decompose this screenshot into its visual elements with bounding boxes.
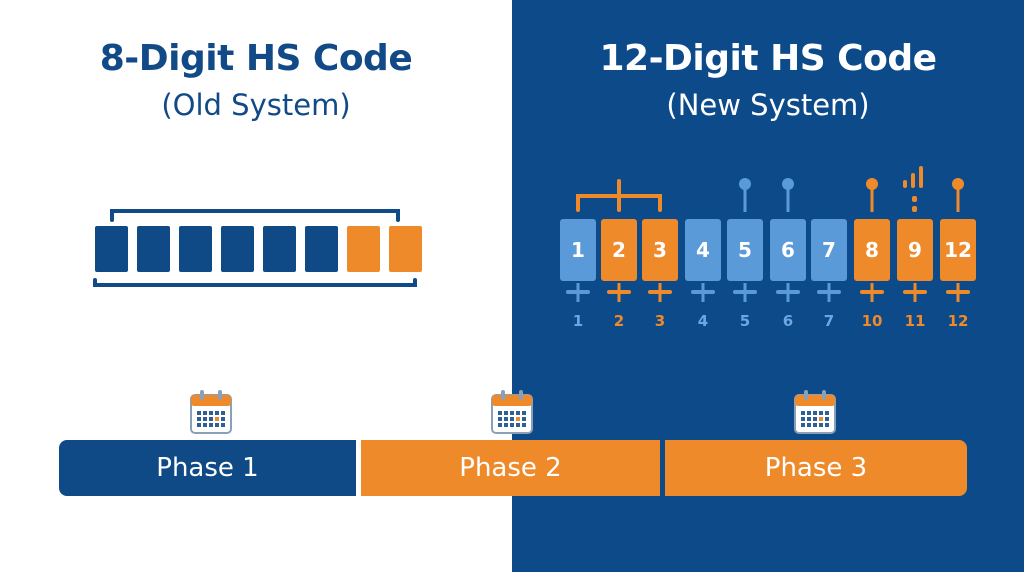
digit-position-label: 2 <box>613 312 625 330</box>
digit-position-label: 4 <box>697 312 709 330</box>
phase-2-segment[interactable]: Phase 2 <box>361 440 660 496</box>
calendar-icon <box>794 390 836 434</box>
digit-position-label: 10 <box>861 312 883 330</box>
digit-position-label: 3 <box>654 312 666 330</box>
digit-position-label: 5 <box>739 312 751 330</box>
old-digit-cell <box>179 226 212 272</box>
new-system-subtitle: (New System) <box>666 88 870 122</box>
digit-box-8: 8 <box>854 219 890 281</box>
old-code-bracket <box>93 209 417 287</box>
digit-position-label: 12 <box>947 312 969 330</box>
digit-position-label: 11 <box>904 312 926 330</box>
digit-box-2: 2 <box>601 219 637 281</box>
old-digit-cell <box>305 226 338 272</box>
phase-3-segment[interactable]: Phase 3 <box>665 440 967 496</box>
old-digit-cell <box>95 226 128 272</box>
digit-position-label: 6 <box>782 312 794 330</box>
digit-box-6: 6 <box>770 219 806 281</box>
digit-box-4: 4 <box>685 219 721 281</box>
old-system-title: 8-Digit HS Code <box>99 38 413 79</box>
digit-box-7: 7 <box>811 219 847 281</box>
digit-box-1: 1 <box>560 219 596 281</box>
phase-1-segment[interactable]: Phase 1 <box>59 440 356 496</box>
digit-box-9: 9 <box>897 219 933 281</box>
old-code-digits <box>95 226 422 272</box>
old-digit-cell <box>263 226 296 272</box>
old-digit-cell <box>347 226 380 272</box>
digit-box-5: 5 <box>727 219 763 281</box>
old-system-subtitle: (Old System) <box>161 88 351 122</box>
calendar-icon <box>491 390 533 434</box>
digit-box-12: 12 <box>940 219 976 281</box>
calendar-icon <box>190 390 232 434</box>
old-digit-cell <box>221 226 254 272</box>
new-system-title: 12-Digit HS Code <box>599 38 937 79</box>
digit-position-label: 1 <box>572 312 584 330</box>
digit-box-3: 3 <box>642 219 678 281</box>
digit-position-label: 7 <box>823 312 835 330</box>
old-digit-cell <box>137 226 170 272</box>
old-digit-cell <box>389 226 422 272</box>
